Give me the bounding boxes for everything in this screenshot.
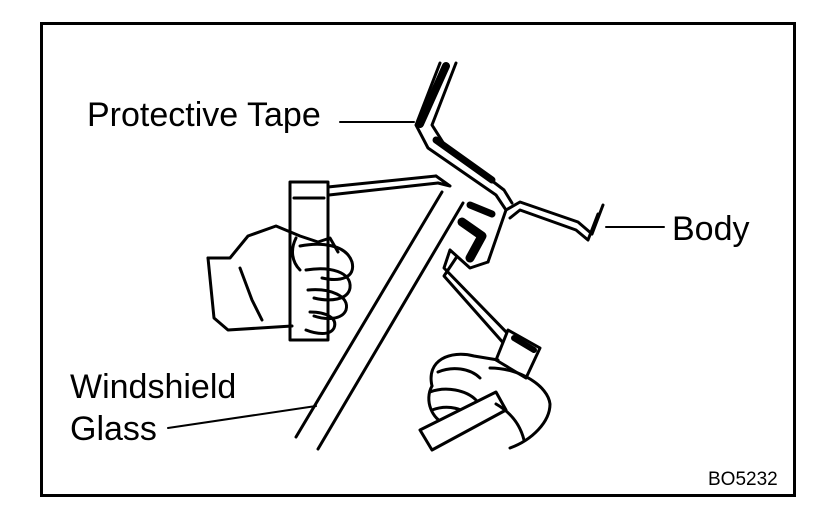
label-body: Body [672, 210, 750, 248]
label-glass: Glass [70, 410, 157, 448]
label-windshield: Windshield [70, 368, 237, 406]
windshield-glass [294, 190, 465, 451]
right-hand [418, 328, 552, 452]
knife-blade [316, 174, 452, 198]
leader-lines [167, 121, 665, 429]
label-protective-tape: Protective Tape [87, 96, 321, 134]
left-hand [206, 180, 355, 342]
protective-tape [416, 62, 496, 263]
body-panel [414, 61, 605, 348]
leader-windshield-glass [167, 405, 317, 429]
figure-frame [40, 22, 796, 497]
figure-code: BO5232 [708, 469, 778, 490]
